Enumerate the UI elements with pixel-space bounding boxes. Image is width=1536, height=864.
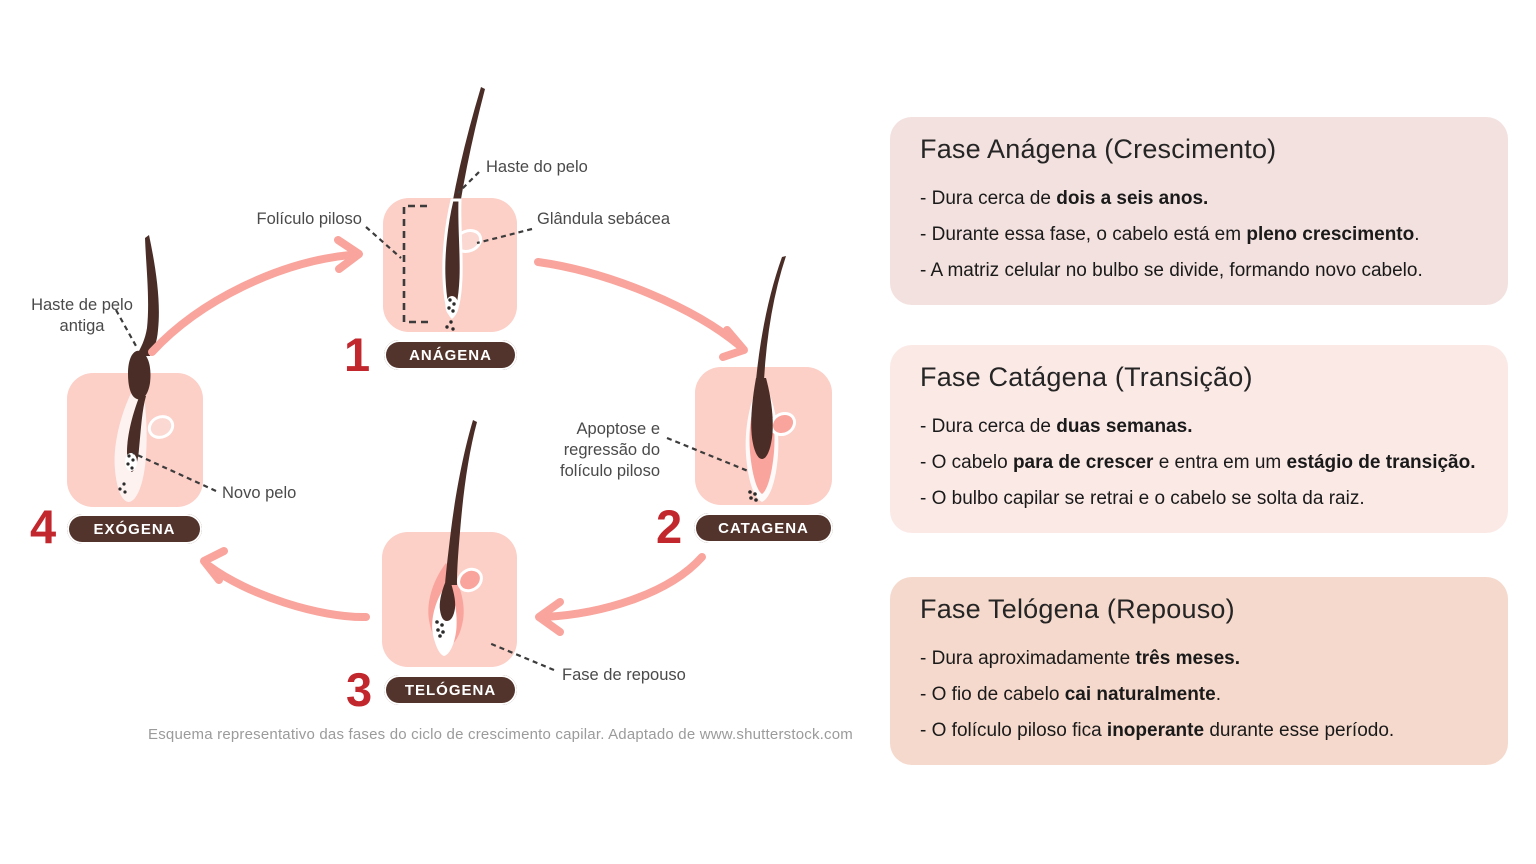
panel-bullet: - Durante essa fase, o cabelo está em pl…	[920, 224, 1420, 245]
panel-bullet: - O cabelo para de crescer e entra em um…	[920, 452, 1476, 473]
follicle-telogena	[439, 583, 456, 621]
leader-apoptose	[666, 436, 749, 473]
stage-number-2: 2	[656, 500, 683, 553]
sebaceous-gland-exogena	[147, 415, 175, 439]
panel-title-catagena: Fase Catágena (Transição)	[920, 362, 1253, 392]
panel-bullet: - Dura aproximadamente três meses.	[920, 648, 1241, 669]
panel-bullet: - A matriz celular no bulbo se divide, f…	[920, 260, 1423, 281]
arrowhead-telogena-to-exogena	[200, 547, 228, 584]
leader-haste-antiga	[115, 309, 137, 347]
stage-number-3: 3	[346, 663, 373, 716]
arrow-catagena-to-telogena	[541, 553, 706, 621]
exogena-follicle-illustration	[114, 235, 175, 502]
follicle-catagena	[751, 378, 773, 459]
stage-number-4: 4	[30, 500, 57, 553]
new-hair-exogena	[127, 395, 146, 472]
leader-haste-do-pelo	[457, 171, 480, 194]
phase-panel-telogena: Fase Telógena (Repouso) - Dura aproximada…	[890, 577, 1508, 765]
stage-pill-exogena: EXÓGENA	[67, 514, 202, 544]
hair-cycle-diagram: Haste do pelo Folículo piloso Glândula s…	[30, 87, 853, 743]
hair-shaft-telogena	[445, 420, 477, 585]
sebaceous-gland-telogena	[457, 567, 483, 593]
panel-title-anagena: Fase Anágena (Crescimento)	[920, 134, 1277, 164]
panel-bullet: - O fio de cabelo cai naturalmente.	[920, 684, 1221, 705]
leader-fase-repouso	[488, 641, 555, 672]
catagena-follicle-illustration	[745, 256, 797, 502]
stage-number-1: 1	[344, 328, 371, 381]
panel-bullet: - O folículo piloso fica inoperante dura…	[920, 720, 1395, 741]
source-caption: Esquema representativo das fases do cicl…	[148, 726, 853, 743]
cycle-illustration	[67, 87, 832, 672]
leader-foliculo-piloso	[365, 226, 402, 259]
old-club-exogena	[128, 350, 151, 400]
panel-bullet: - Dura cerca de duas semanas.	[920, 416, 1193, 437]
phase-panel-catagena: Fase Catágena (Transição) - Dura cerca de…	[890, 345, 1508, 533]
arrowhead-anagena-to-catagena	[719, 326, 748, 361]
arrow-telogena-to-exogena	[205, 562, 370, 622]
papilla-dots-anagena	[445, 298, 456, 331]
label-fase-repouso: Fase de repouso	[562, 666, 686, 684]
telogena-follicle-illustration	[428, 420, 483, 656]
bulb-cup-exogena	[125, 453, 137, 471]
arrow-anagena-to-catagena	[534, 258, 744, 350]
stage-pill-anagena: ANÁGENA	[384, 340, 517, 370]
label-haste-antiga: Haste de pelo antiga	[31, 296, 133, 336]
label-foliculo-piloso: Folículo piloso	[256, 210, 362, 228]
anagena-follicle-illustration	[402, 87, 485, 331]
phase-panel-anagena: Fase Anágena (Crescimento) - Dura cerca d…	[890, 117, 1508, 305]
leader-glandula-sebacea	[476, 227, 533, 245]
hair-shaft-catagena	[756, 256, 786, 380]
label-novo-pelo: Novo pelo	[222, 484, 297, 502]
arrowhead-catagena-to-telogena	[535, 598, 564, 636]
label-haste-do-pelo: Haste do pelo	[486, 158, 588, 176]
panel-bullet: - Dura cerca de dois a seis anos.	[920, 188, 1209, 209]
papilla-dots-catagena	[748, 490, 758, 502]
panel-title-telogena: Fase Telógena (Repouso)	[920, 594, 1235, 624]
arrowhead-exogena-to-anagena	[334, 236, 363, 273]
label-glandula-sebacea: Glândula sebácea	[537, 210, 671, 228]
leader-novo-pelo	[132, 451, 217, 493]
old-hair-shaft-exogena	[136, 235, 159, 356]
bulb-cup-anagena	[445, 296, 459, 316]
hair-shaft-anagena	[452, 87, 485, 205]
stage-pill-catagena: CATAGENA	[694, 513, 833, 543]
label-apoptose: Apoptose e regressão do folículo piloso	[560, 420, 660, 481]
panel-bullet: - O bulbo capilar se retrai e o cabelo s…	[920, 488, 1365, 509]
follicle-anagena	[442, 198, 463, 320]
papilla-dots-exogena	[118, 454, 135, 494]
papilla-dots-telogena	[435, 620, 445, 638]
arrow-exogena-to-anagena	[148, 251, 354, 356]
stage-pill-telogena: TELÓGENA	[384, 675, 517, 705]
